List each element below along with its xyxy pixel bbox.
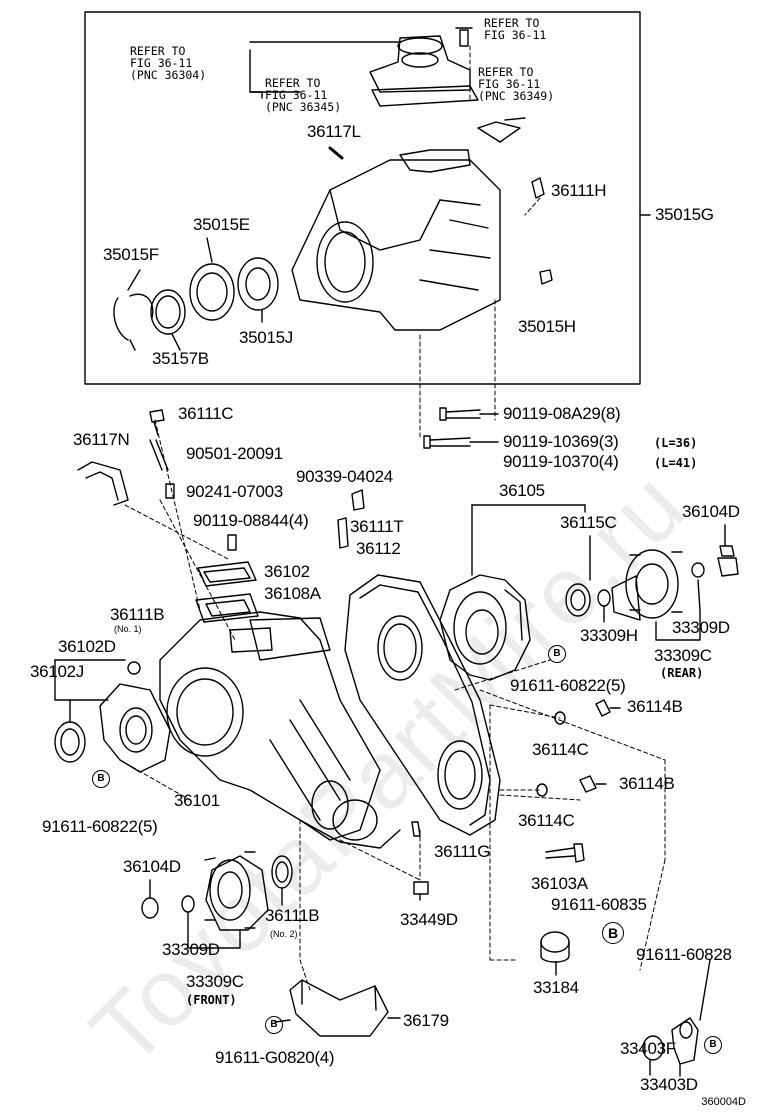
part-label: 90241-07003 [186, 482, 283, 501]
part-label: 36111B [265, 906, 320, 925]
part-label: 36111B [110, 605, 165, 624]
b-marker: B [548, 645, 566, 663]
length-note: (L=41) [654, 456, 698, 470]
part-label: 36112 [356, 539, 401, 558]
part-label: 91611-G0820(4) [215, 1048, 335, 1067]
part-label: 35015J [239, 328, 293, 347]
part-label: 36103A [531, 874, 588, 893]
part-label: 33184 [533, 978, 579, 997]
part-label: 33309C [186, 972, 244, 991]
part-label: 91611-60822(5) [42, 817, 158, 836]
part-label: 33309H [580, 626, 638, 645]
part-label: 33449D [400, 910, 458, 929]
part-label: 36104D [123, 857, 181, 876]
rear-extension-drawing [439, 574, 531, 681]
part-label: 36102D [58, 637, 116, 656]
length-note: (L=36) [654, 436, 698, 450]
part-label: 36117N [73, 430, 130, 449]
part-label: 36179 [403, 1011, 449, 1030]
transfer-case-drawing [159, 611, 401, 849]
part-label: 36111T [350, 517, 404, 536]
part-label: 35157B [152, 349, 209, 368]
part-label: 90119-08844(4) [193, 511, 309, 530]
part-label: 90339-04024 [296, 467, 393, 486]
part-note: (REAR) [660, 666, 704, 680]
rear-cover-drawing [344, 574, 501, 836]
part-label: 33309D [162, 940, 220, 959]
part-note: (FRONT) [186, 993, 237, 1007]
part-note: (No. 2) [270, 929, 298, 939]
part-label: 36104D [682, 502, 740, 521]
part-label: 35015E [193, 215, 250, 234]
refer-note-fig-36-11: REFER TO FIG 36-11 [484, 16, 547, 42]
part-label: 36102J [30, 662, 84, 681]
refer-note-36304: REFER TO FIG 36-11 (PNC 36304) [130, 44, 207, 82]
part-label: 33309C [654, 646, 712, 665]
part-label: 36111C [178, 404, 234, 423]
part-label: 36105 [499, 481, 545, 500]
part-label: 33403F [620, 1039, 676, 1058]
b-marker: B [602, 922, 624, 944]
part-label: 91611-60828 [636, 945, 732, 964]
part-label: 36117L [307, 122, 361, 141]
part-label: 90119-10370(4) [503, 452, 619, 471]
part-label: 36108A [264, 584, 321, 603]
diagram-code: 360004D [701, 1096, 746, 1108]
part-label: 36115C [560, 513, 617, 532]
part-note: (No. 1) [114, 624, 142, 634]
part-label: 36114C [518, 811, 575, 830]
refer-note-36345: REFER TO FIG 36-11 (PNC 36345) [265, 76, 342, 114]
b-marker: B [704, 1036, 722, 1054]
part-label: 36114B [627, 697, 683, 716]
part-label: 90119-10369(3) [503, 432, 619, 451]
part-label: 90119-08A29(8) [503, 404, 621, 423]
subassembly-frame [84, 11, 641, 385]
part-label: 36102 [264, 562, 310, 581]
part-label: 36101 [174, 791, 220, 810]
part-label: 36114C [532, 740, 589, 759]
b-marker: B [92, 770, 110, 788]
part-label: 36114B [619, 774, 675, 793]
refer-note-36349: REFER TO FIG 36-11 (PNC 36349) [478, 65, 555, 103]
part-label: 35015F [103, 245, 159, 264]
b-marker: B [265, 1016, 283, 1034]
part-label: 33403D [640, 1075, 698, 1094]
extension-housing-drawing [291, 35, 501, 331]
part-label: 91611-60822(5) [510, 676, 626, 695]
part-label: 91611-60835 [551, 895, 647, 914]
part-label: 35015H [518, 317, 576, 336]
part-label: 36111H [551, 181, 607, 200]
part-label: 36111G [434, 842, 491, 861]
part-label: 90501-20091 [186, 444, 283, 463]
part-label: 35015G [655, 205, 714, 224]
part-label: 33309D [672, 618, 730, 637]
